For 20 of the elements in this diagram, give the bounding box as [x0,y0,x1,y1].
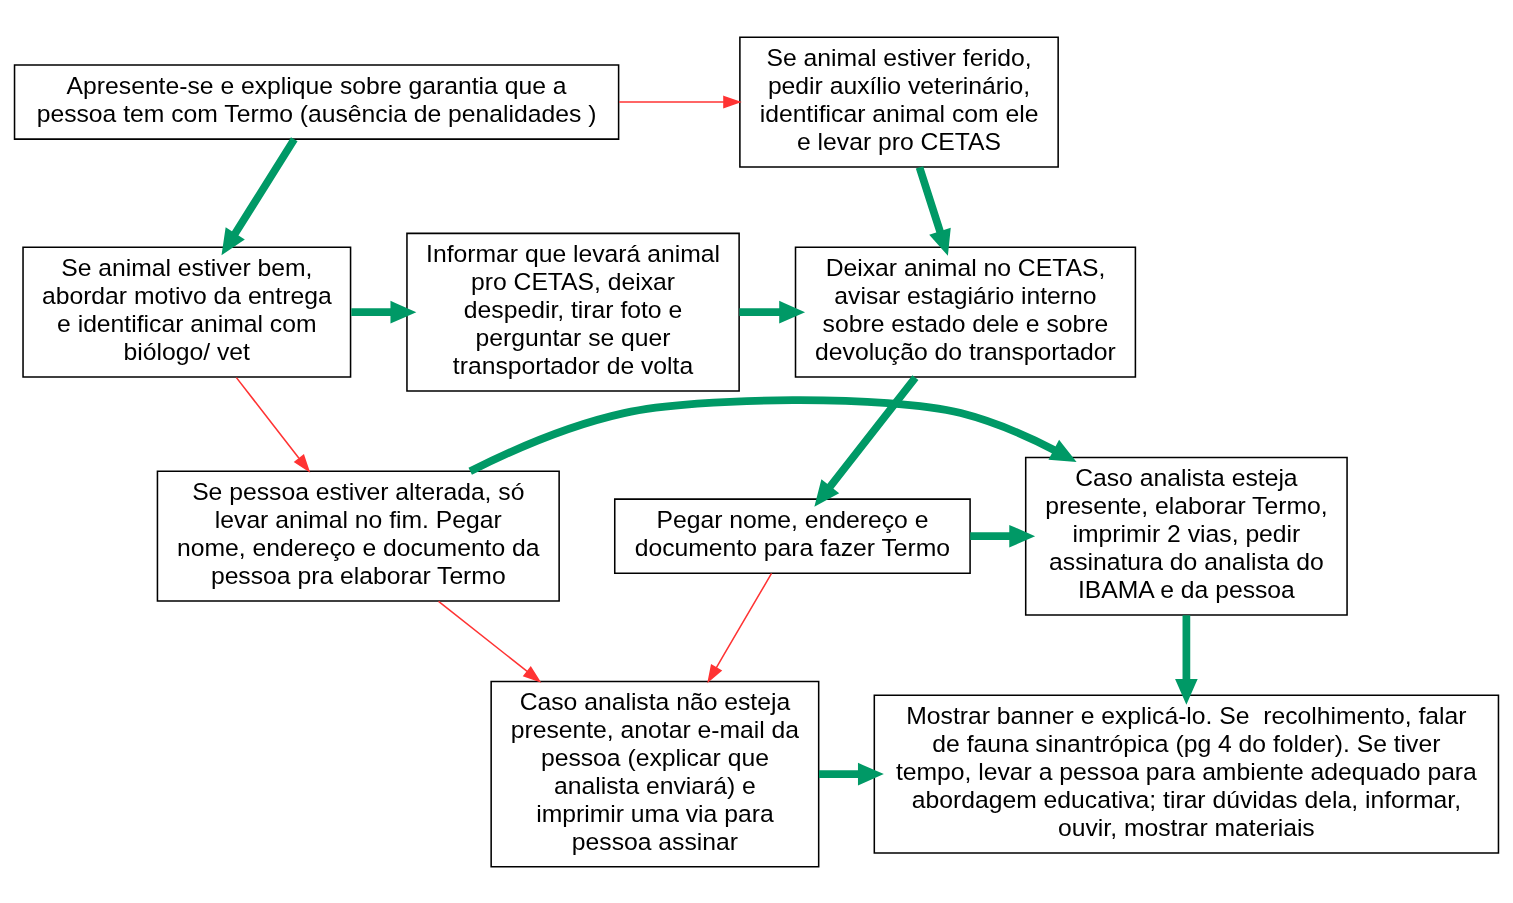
arrow [221,136,298,255]
node-box: Deixar animal no CETAS, avisar estagiário interno sobre estado dele e sobre devolução do transportador [794,246,1137,378]
node-box: Pegar nome, endereço e documento para fazer Termo [614,497,971,574]
node-box: Mostrar banner e explicá-lo. Se recolhimento, falar de fauna sinantrópica (pg 4 do folder). Se tiver tempo, levar a pessoa para ambiente adequado para abordagem educativa; tirar dúvidas dela, informar, ouvir, mostrar materiais [873,694,1500,854]
arrow [235,376,311,473]
arrow [437,600,542,683]
node-box: Apresente-se e explique sobre garantia que a pessoa tem com Termo (ausência de penalidades ) [13,63,620,140]
node-box: Informar que levará animal pro CETAS, deixar despedir, tirar foto e perguntar se quer transportador de volta [406,232,740,392]
arrow [1175,614,1198,705]
node-box: Se animal estiver ferido, pedir auxílio veterinário, identificar animal com ele e levar pro CETAS [739,35,1059,168]
node-box: Caso analista esteja presente, elaborar Termo, imprimir 2 vias, pedir assinatura do analista do IBAMA e da pessoa [1024,456,1348,616]
arrow [818,762,884,785]
arrow [618,95,742,109]
arrow [814,374,919,507]
node-box: Se animal estiver bem, abordar motivo da entrega e identificar animal com biólogo/ vet [22,246,352,378]
node-box: Caso analista não esteja presente, anotar e-mail da pessoa (explicar que analista enviará) e imprimir uma via para pessoa assinar [490,680,820,868]
arrow [468,395,1077,475]
arrow [707,572,773,683]
arrow [915,165,951,256]
node-box: Se pessoa estiver alterada, só levar animal no fim. Pegar nome, endereço e documento da pessoa pra elaborar Termo [156,470,560,602]
